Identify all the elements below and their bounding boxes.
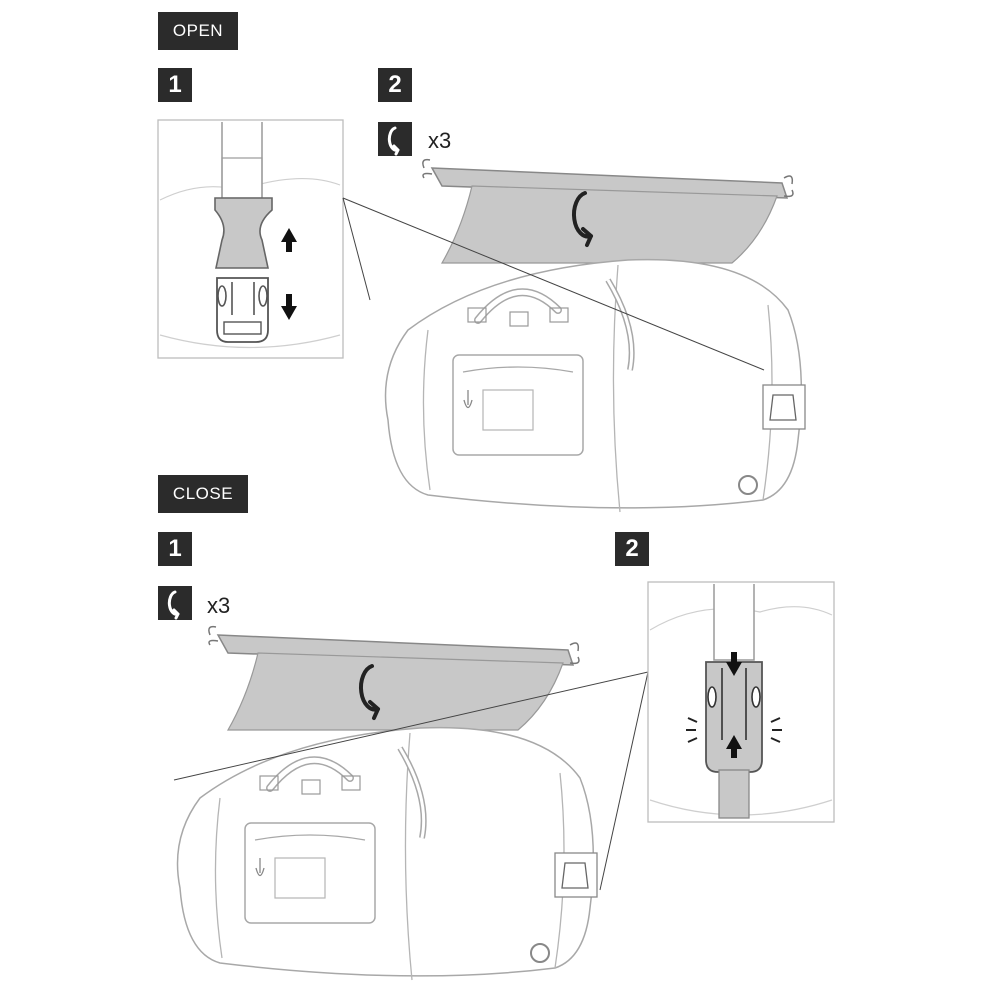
- down-arrow-icon: [281, 294, 297, 320]
- up-arrow-icon: [726, 735, 742, 758]
- open-repeat-count: x3: [428, 128, 452, 153]
- close-label: CLOSE: [158, 475, 248, 513]
- close-step1-number: 1: [158, 532, 192, 566]
- open-step2-number: 2: [378, 68, 412, 102]
- open-step2-bag: [342, 158, 805, 512]
- rotate-icon: [378, 122, 412, 156]
- click-marks-icon: [686, 717, 782, 743]
- close-repeat-count: x3: [207, 593, 231, 618]
- open-step1-inset: [157, 119, 344, 359]
- close-step1-bag: [174, 625, 649, 980]
- close-step2-number: 2: [615, 532, 649, 566]
- close-step2-inset: [647, 581, 835, 823]
- rotate-icon: [158, 586, 192, 620]
- up-arrow-icon: [281, 228, 297, 252]
- down-arrow-icon: [726, 652, 742, 676]
- open-step1-number: 1: [158, 68, 192, 102]
- open-label: OPEN: [158, 12, 238, 50]
